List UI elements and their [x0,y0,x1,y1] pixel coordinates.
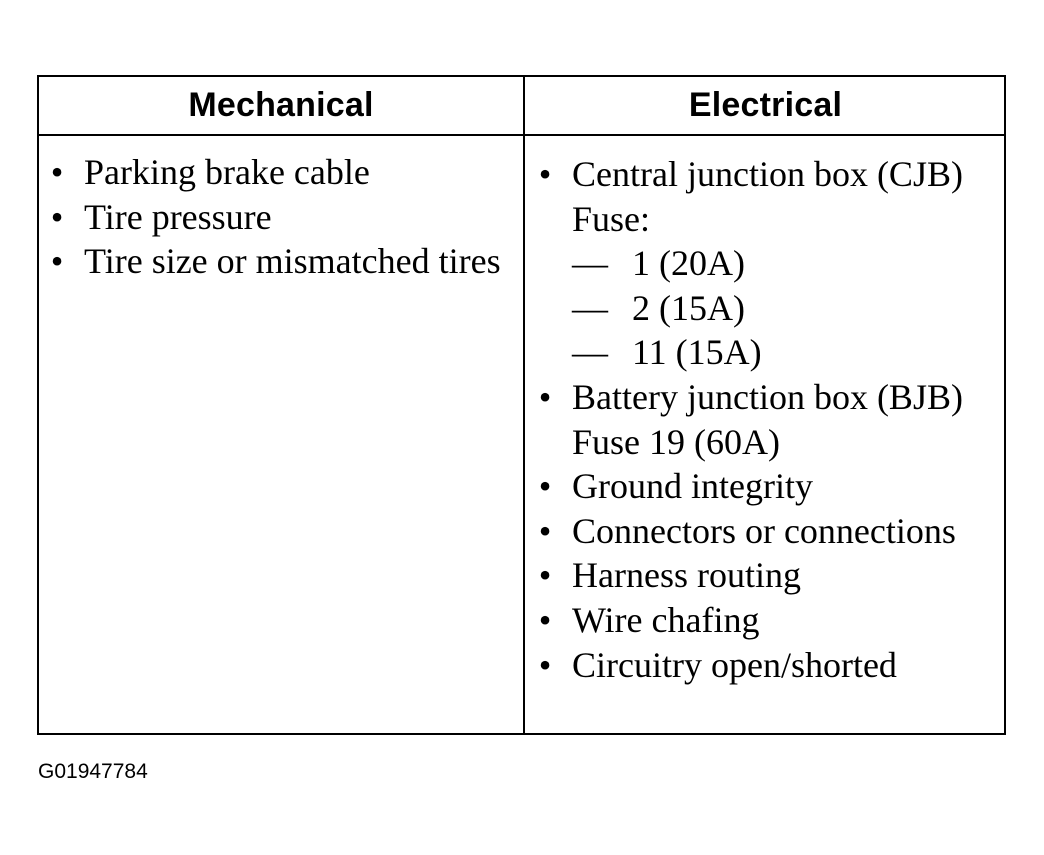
sub-list-item: — 1 (20A) [572,241,995,286]
header-divider [39,134,1004,136]
list-item: • Central junction box (CJB) Fuse: — 1 (… [535,152,995,375]
electrical-item-text: Wire chafing [572,599,760,640]
dash-icon: — [572,287,608,328]
list-item: • Harness routing [535,553,995,598]
bullet-icon: • [538,555,552,596]
mechanical-item-text: Parking brake cable [84,152,370,192]
fuse-sublist: — 1 (20A) — 2 (15A) — 11 (15A) [572,241,995,375]
list-item: • Wire chafing [535,598,995,643]
electrical-item-text: Circuitry open/shorted [572,644,897,685]
mechanical-item-text: Tire pressure [84,196,272,237]
bullet-icon: • [538,599,552,640]
bullet-icon: • [538,466,552,507]
list-item: • Battery junction box (BJB) Fuse 19 (60… [535,375,995,464]
list-item: • Tire pressure [47,195,507,240]
list-item: • Tire size or mismatched tires [47,239,507,284]
sub-list-item: — 2 (15A) [572,286,995,331]
electrical-list: • Central junction box (CJB) Fuse: — 1 (… [535,152,995,687]
mechanical-item-text: Tire size or mismatched tires [84,241,501,282]
bullet-icon: • [538,376,552,417]
fuse-text: 1 (20A) [632,243,745,284]
column-divider [523,77,525,733]
figure-code: G01947784 [38,760,148,783]
bullet-icon: • [50,196,64,237]
sub-list-item: — 11 (15A) [572,330,995,375]
dash-icon: — [572,243,608,284]
list-item: • Connectors or connections [535,509,995,554]
electrical-item-text: Ground integrity [572,466,813,507]
electrical-item-text: Central junction box (CJB) Fuse: [572,154,963,239]
mechanical-list: • Parking brake cable • Tire pressure • … [47,150,507,284]
electrical-item-text: Battery junction box (BJB) Fuse 19 (60A) [572,376,963,462]
bullet-icon: • [50,152,64,192]
electrical-item-text: Connectors or connections [572,510,956,551]
list-item: • Circuitry open/shorted [535,643,995,688]
fuse-text: 11 (15A) [632,332,762,373]
list-item: • Ground integrity [535,464,995,509]
electrical-header: Electrical [688,86,843,124]
diagnosis-table: Mechanical Electrical • Parking brake ca… [37,75,1006,735]
list-item: • Parking brake cable [47,150,507,195]
dash-icon: — [572,332,608,373]
mechanical-header: Mechanical [188,86,374,124]
bullet-icon: • [538,510,552,551]
bullet-icon: • [50,241,64,282]
fuse-text: 2 (15A) [632,287,745,328]
bullet-icon: • [538,154,552,194]
electrical-item-text: Harness routing [572,555,801,596]
bullet-icon: • [538,644,552,685]
